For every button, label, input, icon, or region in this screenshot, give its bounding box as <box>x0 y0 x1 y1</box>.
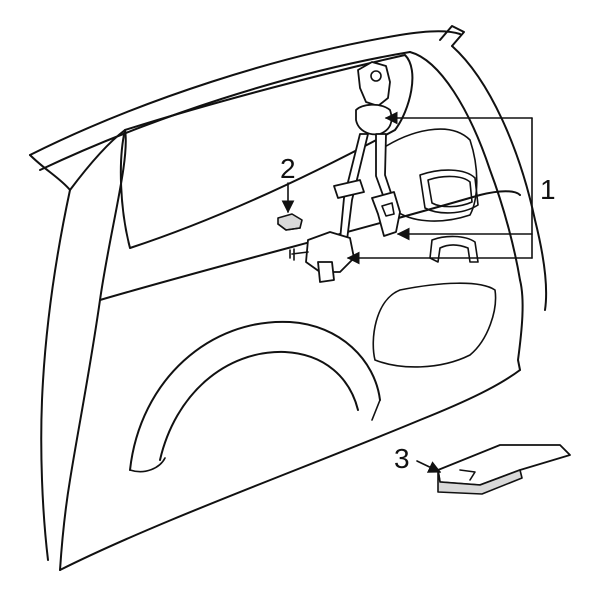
belt-clip <box>333 179 365 199</box>
wheel-arch-inner <box>159 350 359 461</box>
upper-anchor-plate <box>357 61 391 107</box>
trim-panel-details <box>372 128 497 368</box>
trim-pocket-outer <box>419 169 479 214</box>
rear-edge-line <box>451 45 548 311</box>
lower-trim-panel <box>372 282 497 368</box>
rear-pillar-line <box>409 51 521 281</box>
retractor-bracket <box>317 261 335 283</box>
quarter-window <box>119 54 414 249</box>
lower-rear-line <box>517 279 524 371</box>
callout-3: 3 <box>394 443 410 474</box>
seat-belt-assembly <box>289 61 401 283</box>
trim-pocket-inner <box>427 175 473 208</box>
front-pillar-line <box>29 154 71 561</box>
front-pillar-inner <box>59 129 127 571</box>
roof-inner-line <box>39 51 411 171</box>
callout-1: 1 <box>540 174 556 205</box>
roof-rear-cap <box>439 25 465 47</box>
wheel-arch-flare <box>129 399 381 473</box>
lower-body-line <box>59 369 521 571</box>
roof-line <box>29 30 461 156</box>
trim-clip <box>277 213 303 231</box>
floor-trim-piece <box>437 444 571 495</box>
upper-guide <box>355 103 393 136</box>
trim-clip-edge <box>277 223 301 231</box>
callout-2: 2 <box>280 153 296 184</box>
cargo-handle <box>429 235 479 263</box>
floor-trim-rib <box>459 469 476 481</box>
wheel-arch <box>129 320 381 473</box>
leader-line-floor-trim <box>416 460 442 473</box>
floor-trim-side <box>437 469 523 495</box>
wheel-arch-outer <box>129 320 381 471</box>
tongue-slot <box>381 202 395 217</box>
upper-anchor-bolt <box>370 70 382 82</box>
retractor-bolt <box>289 248 309 261</box>
leader-lines <box>281 111 533 473</box>
